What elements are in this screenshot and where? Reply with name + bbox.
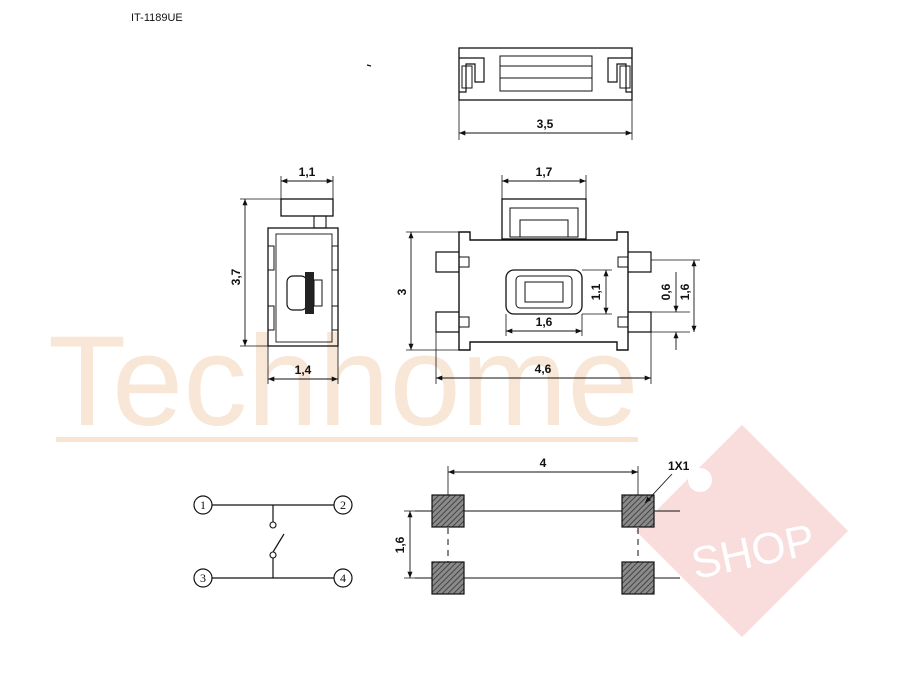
footprint-pad <box>431 494 465 528</box>
pad-span-dim: 1,6 <box>678 283 692 300</box>
footprint-pad-size-dim: 1X1 <box>668 459 690 473</box>
footprint-row-pitch-dim: 1,6 <box>393 536 407 553</box>
pad-height-dim: 0,6 <box>659 283 673 300</box>
front-height-dim: 3 <box>395 288 409 295</box>
pcb-footprint: 4 1X1 1,6 <box>393 456 690 595</box>
watermark-underline <box>56 437 638 442</box>
top-view: 3,5 <box>458 47 633 140</box>
slot-width-dim: 1,6 <box>536 315 553 329</box>
footprint-pad <box>621 561 655 595</box>
front-total-width-dim: 4,6 <box>535 362 552 376</box>
side-base-width-dim: 1,4 <box>295 363 312 377</box>
watermark: Techhome SHOP <box>48 310 849 638</box>
side-view: 1,1 3,7 1,4 <box>229 165 339 384</box>
pin-label-1: 1 <box>200 498 206 512</box>
stray-mark <box>366 64 372 67</box>
side-cap-width-dim: 1,1 <box>299 165 316 179</box>
watermark-tag-hole <box>688 468 712 492</box>
switch-schematic: 1 2 3 4 <box>193 495 353 588</box>
footprint-pad <box>431 561 465 595</box>
front-view: 1,7 3 1,1 1,6 0,6 1,6 4,6 <box>395 165 700 384</box>
top-width-dim: 3,5 <box>537 117 554 131</box>
front-button-width-dim: 1,7 <box>536 165 553 179</box>
footprint-pitch-dim: 4 <box>540 456 547 470</box>
side-height-dim: 3,7 <box>229 268 243 285</box>
pin-label-4: 4 <box>340 571 346 585</box>
pin-label-2: 2 <box>340 498 346 512</box>
footprint-pad <box>621 494 655 528</box>
part-number-label: IT-1189UE <box>131 12 183 24</box>
pin-label-3: 3 <box>200 571 206 585</box>
slot-height-dim: 1,1 <box>589 283 603 300</box>
watermark-brand-text: Techhome <box>48 310 639 453</box>
